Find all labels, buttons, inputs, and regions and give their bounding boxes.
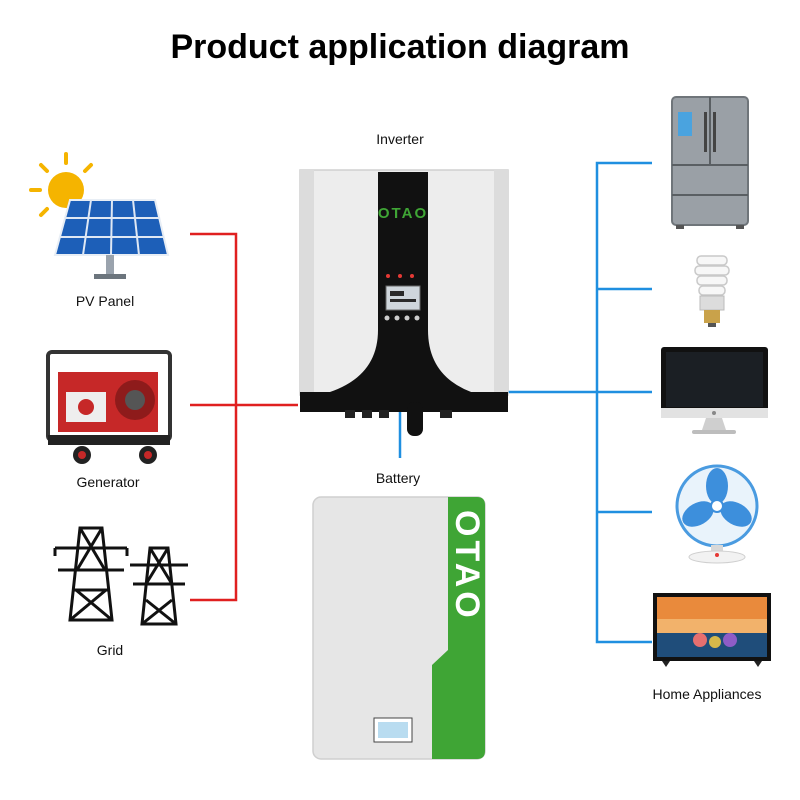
solar-panel-icon [53,199,170,279]
diagram-title: Product application diagram [170,28,630,66]
battery-label: Battery [375,470,421,486]
inverter-unit [299,169,509,436]
output-connection-lines [398,161,652,644]
power-tower-icon [130,546,188,626]
monitor-icon [661,347,768,434]
inverter-logo: OTAO [378,205,428,222]
refrigerator-icon [671,96,749,229]
light-bulb-icon [694,255,730,327]
inverter-label: Inverter [376,131,424,147]
home-appliances-label: Home Appliances [652,686,762,702]
battery-logo: OTAO [448,510,486,622]
generator-icon [46,350,172,464]
power-tower-icon [53,526,129,622]
fan-icon [675,464,759,564]
input-connection-lines [190,232,298,602]
pv-panel-label: PV Panel [75,293,135,309]
generator-label: Generator [76,474,140,490]
grid-label: Grid [96,642,124,658]
battery-unit [312,496,486,760]
television-icon [653,593,771,667]
